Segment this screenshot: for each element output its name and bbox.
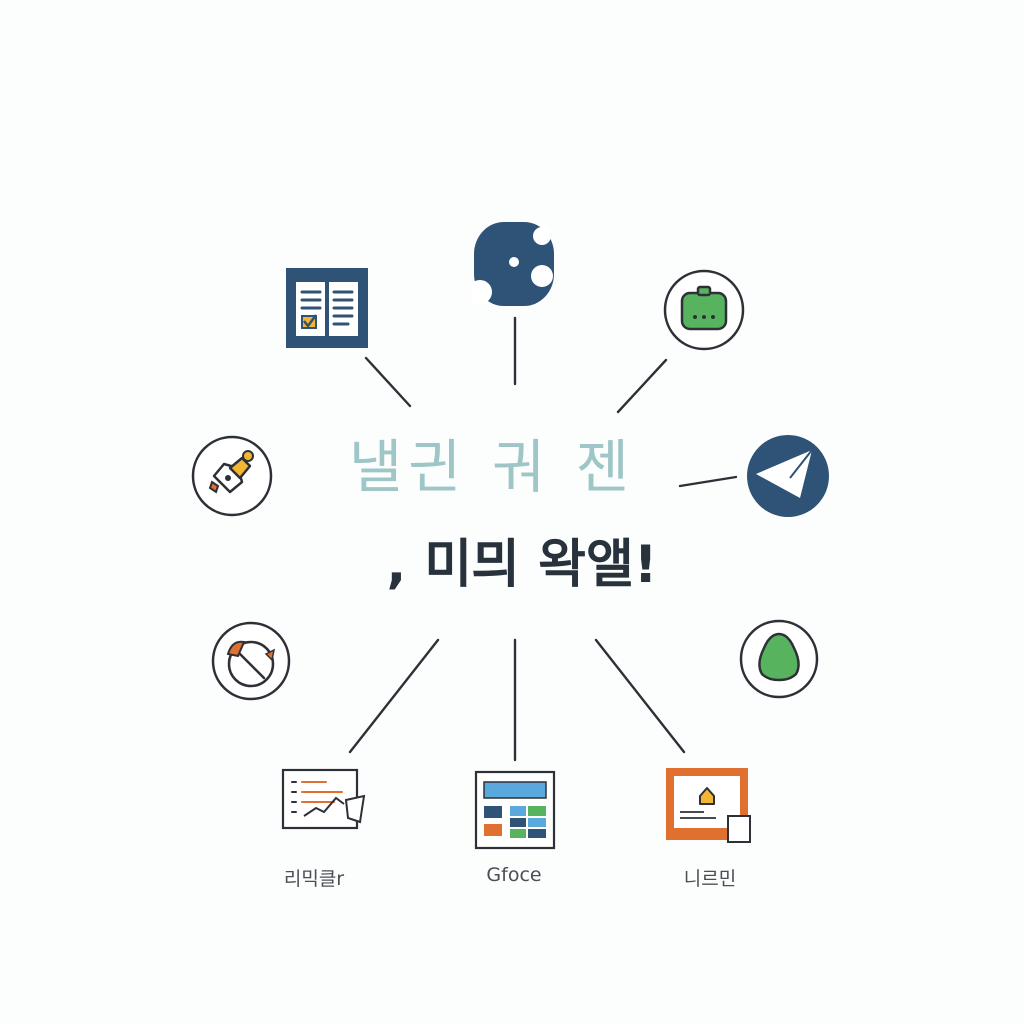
diagram-subtitle: 낼긘 궈 젠 xyxy=(348,433,636,501)
open-book-checkbox-icon xyxy=(286,268,368,348)
leaf-node[interactable] xyxy=(738,618,820,700)
grid-node[interactable] xyxy=(474,770,556,850)
paper-plane-icon xyxy=(747,435,829,517)
connector-send xyxy=(678,475,738,488)
grid-label: Gfoce xyxy=(486,864,542,886)
connector-book xyxy=(364,356,412,408)
pen-nib-icon xyxy=(191,435,273,517)
gauge-icon xyxy=(211,621,291,701)
chart-document-icon xyxy=(281,768,366,830)
grid-window-icon xyxy=(474,770,556,850)
robot-node[interactable] xyxy=(662,268,746,352)
robot-face-icon xyxy=(663,269,745,351)
chart-doc-label: 리믹클r xyxy=(283,868,345,890)
mouse-node[interactable] xyxy=(472,220,556,308)
diagram-title: , 미믜 왁앨! xyxy=(386,535,658,595)
mouse-icon xyxy=(472,222,554,306)
tablet-label: 니르민 xyxy=(683,868,737,890)
tablet-home-icon xyxy=(666,768,751,843)
pen-node[interactable] xyxy=(190,434,274,518)
green-drop-icon xyxy=(739,619,819,699)
gauge-node[interactable] xyxy=(210,620,292,702)
book-node[interactable] xyxy=(286,268,368,350)
connector-robot xyxy=(616,358,668,414)
send-node[interactable] xyxy=(746,434,830,518)
chart-doc-node[interactable] xyxy=(280,766,368,832)
tablet-node[interactable] xyxy=(664,766,752,844)
connector-tablet xyxy=(594,638,686,754)
connector-chart-doc xyxy=(348,638,440,754)
